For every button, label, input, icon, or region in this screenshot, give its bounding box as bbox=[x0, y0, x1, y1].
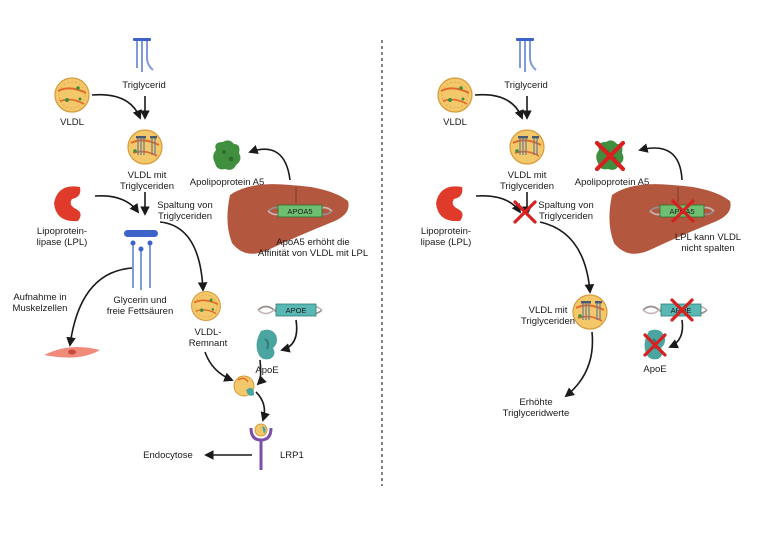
arrow-to-erhoehte bbox=[564, 331, 594, 398]
vldl-particle-icon bbox=[54, 77, 90, 113]
spaltung-label-1: Spaltung von bbox=[538, 200, 593, 211]
glycerin-label-2: freie Fettsäuren bbox=[107, 306, 174, 317]
arrow-lpl-to-split bbox=[475, 195, 522, 214]
apoa5-gene-label: APOA5 bbox=[287, 207, 312, 216]
arrow-liver-to-apoa5 bbox=[248, 144, 291, 181]
endocytose-label: Endocytose bbox=[143, 450, 193, 461]
vldl-tg2-label-1: VLDL mit bbox=[529, 305, 568, 316]
left-panel: Triglycerid VLDL VLDL mit Triglyceriden … bbox=[13, 37, 368, 470]
lpl-note-2: nicht spalten bbox=[681, 243, 734, 254]
lpl-note-1: LPL kann VLDL bbox=[675, 232, 741, 243]
vldl-tg-particle-2-icon bbox=[572, 294, 608, 330]
apoe-gene-label: APOE bbox=[286, 306, 307, 315]
arrow-to-vldl-tg-2 bbox=[539, 221, 595, 294]
vldl-tg-label-1: VLDL mit bbox=[508, 170, 547, 181]
arrow-liver-to-apoa5 bbox=[638, 143, 683, 181]
vldl-tg-label-2: Triglyceriden bbox=[120, 181, 174, 192]
apoe-gene-box bbox=[275, 303, 317, 317]
split-triglyceride-icon bbox=[124, 230, 158, 290]
erhoehte-label-1: Erhöhte bbox=[519, 397, 552, 408]
triglyceride-icon bbox=[132, 37, 154, 73]
spaltung-label-2: Triglyceriden bbox=[539, 211, 593, 222]
lpl-label-2: lipase (LPL) bbox=[37, 237, 88, 248]
arrow-to-muscle bbox=[66, 267, 133, 347]
muscle-cell-icon bbox=[44, 346, 100, 358]
vldl-remnant-icon bbox=[190, 290, 222, 322]
arrow-lpl-to-split bbox=[94, 195, 140, 214]
apo-a5-label: Apolipoprotein A5 bbox=[575, 177, 649, 188]
vldl-tg-particle-icon bbox=[509, 129, 545, 165]
lpl-enzyme-icon bbox=[436, 186, 463, 222]
apoa5-protein-icon bbox=[213, 140, 241, 170]
arrow-remnant-to-complex bbox=[204, 351, 234, 382]
vldl-particle-icon bbox=[437, 77, 473, 113]
arrow-gene-to-apoe bbox=[668, 319, 684, 349]
split-blocked-cross-icon bbox=[513, 200, 537, 224]
arrow-gene-to-apoe bbox=[280, 319, 298, 353]
apoe-label: ApoE bbox=[643, 364, 666, 375]
triglycerid-label: Triglycerid bbox=[122, 80, 165, 91]
apo-a5-label: Apolipoprotein A5 bbox=[190, 177, 264, 188]
arrow-vldl-to-vldltg bbox=[91, 93, 142, 120]
arrow-apoe-to-complex bbox=[256, 359, 267, 386]
arrow-complex-to-lrp1 bbox=[255, 391, 270, 422]
lpl-label-1: Lipoprotein- bbox=[37, 226, 87, 237]
remnant-label-1: VLDL- bbox=[195, 327, 222, 338]
remnant-apoe-complex-icon bbox=[233, 375, 255, 397]
arrow-to-remnant bbox=[159, 221, 208, 292]
arrow-vldl-to-vldltg bbox=[474, 93, 524, 120]
lpl-enzyme-icon bbox=[54, 186, 81, 222]
right-panel: Triglycerid VLDL VLDL mit Triglyceriden … bbox=[421, 37, 741, 419]
lrp1-label: LRP1 bbox=[280, 450, 304, 461]
remnant-label-2: Remnant bbox=[189, 338, 228, 349]
lpl-label-1: Lipoprotein- bbox=[421, 226, 471, 237]
triglyceride-icon bbox=[515, 37, 537, 73]
vldl-label: VLDL bbox=[443, 117, 467, 128]
apoa5-note-1: ApoA5 erhöht die bbox=[276, 237, 349, 248]
vldl-tg2-label-2: Triglyceriden bbox=[521, 316, 575, 327]
triglycerid-label: Triglycerid bbox=[504, 80, 547, 91]
apoa5-gene-box bbox=[277, 204, 323, 218]
apoa5-note-2: Affinität von VLDL mit LPL bbox=[258, 248, 368, 259]
spaltung-label-2: Triglyceriden bbox=[158, 211, 212, 222]
apoe-protein-icon bbox=[255, 328, 278, 361]
vldl-tg-label-1: VLDL mit bbox=[128, 170, 167, 181]
spaltung-label-1: Spaltung von bbox=[157, 200, 212, 211]
apoe-label: ApoE bbox=[255, 365, 278, 376]
aufnahme-label-1: Aufnahme in bbox=[13, 292, 66, 303]
vldl-tg-particle-icon bbox=[127, 129, 163, 165]
vldl-label: VLDL bbox=[60, 117, 84, 128]
lpl-label-2: lipase (LPL) bbox=[421, 237, 472, 248]
lrp1-receptor-icon bbox=[249, 423, 273, 470]
glycerin-label-1: Glycerin und bbox=[113, 295, 166, 306]
erhoehte-label-2: Triglyceridwerte bbox=[503, 408, 570, 419]
aufnahme-label-2: Muskelzellen bbox=[13, 303, 68, 314]
vldl-tg-label-2: Triglyceriden bbox=[500, 181, 554, 192]
